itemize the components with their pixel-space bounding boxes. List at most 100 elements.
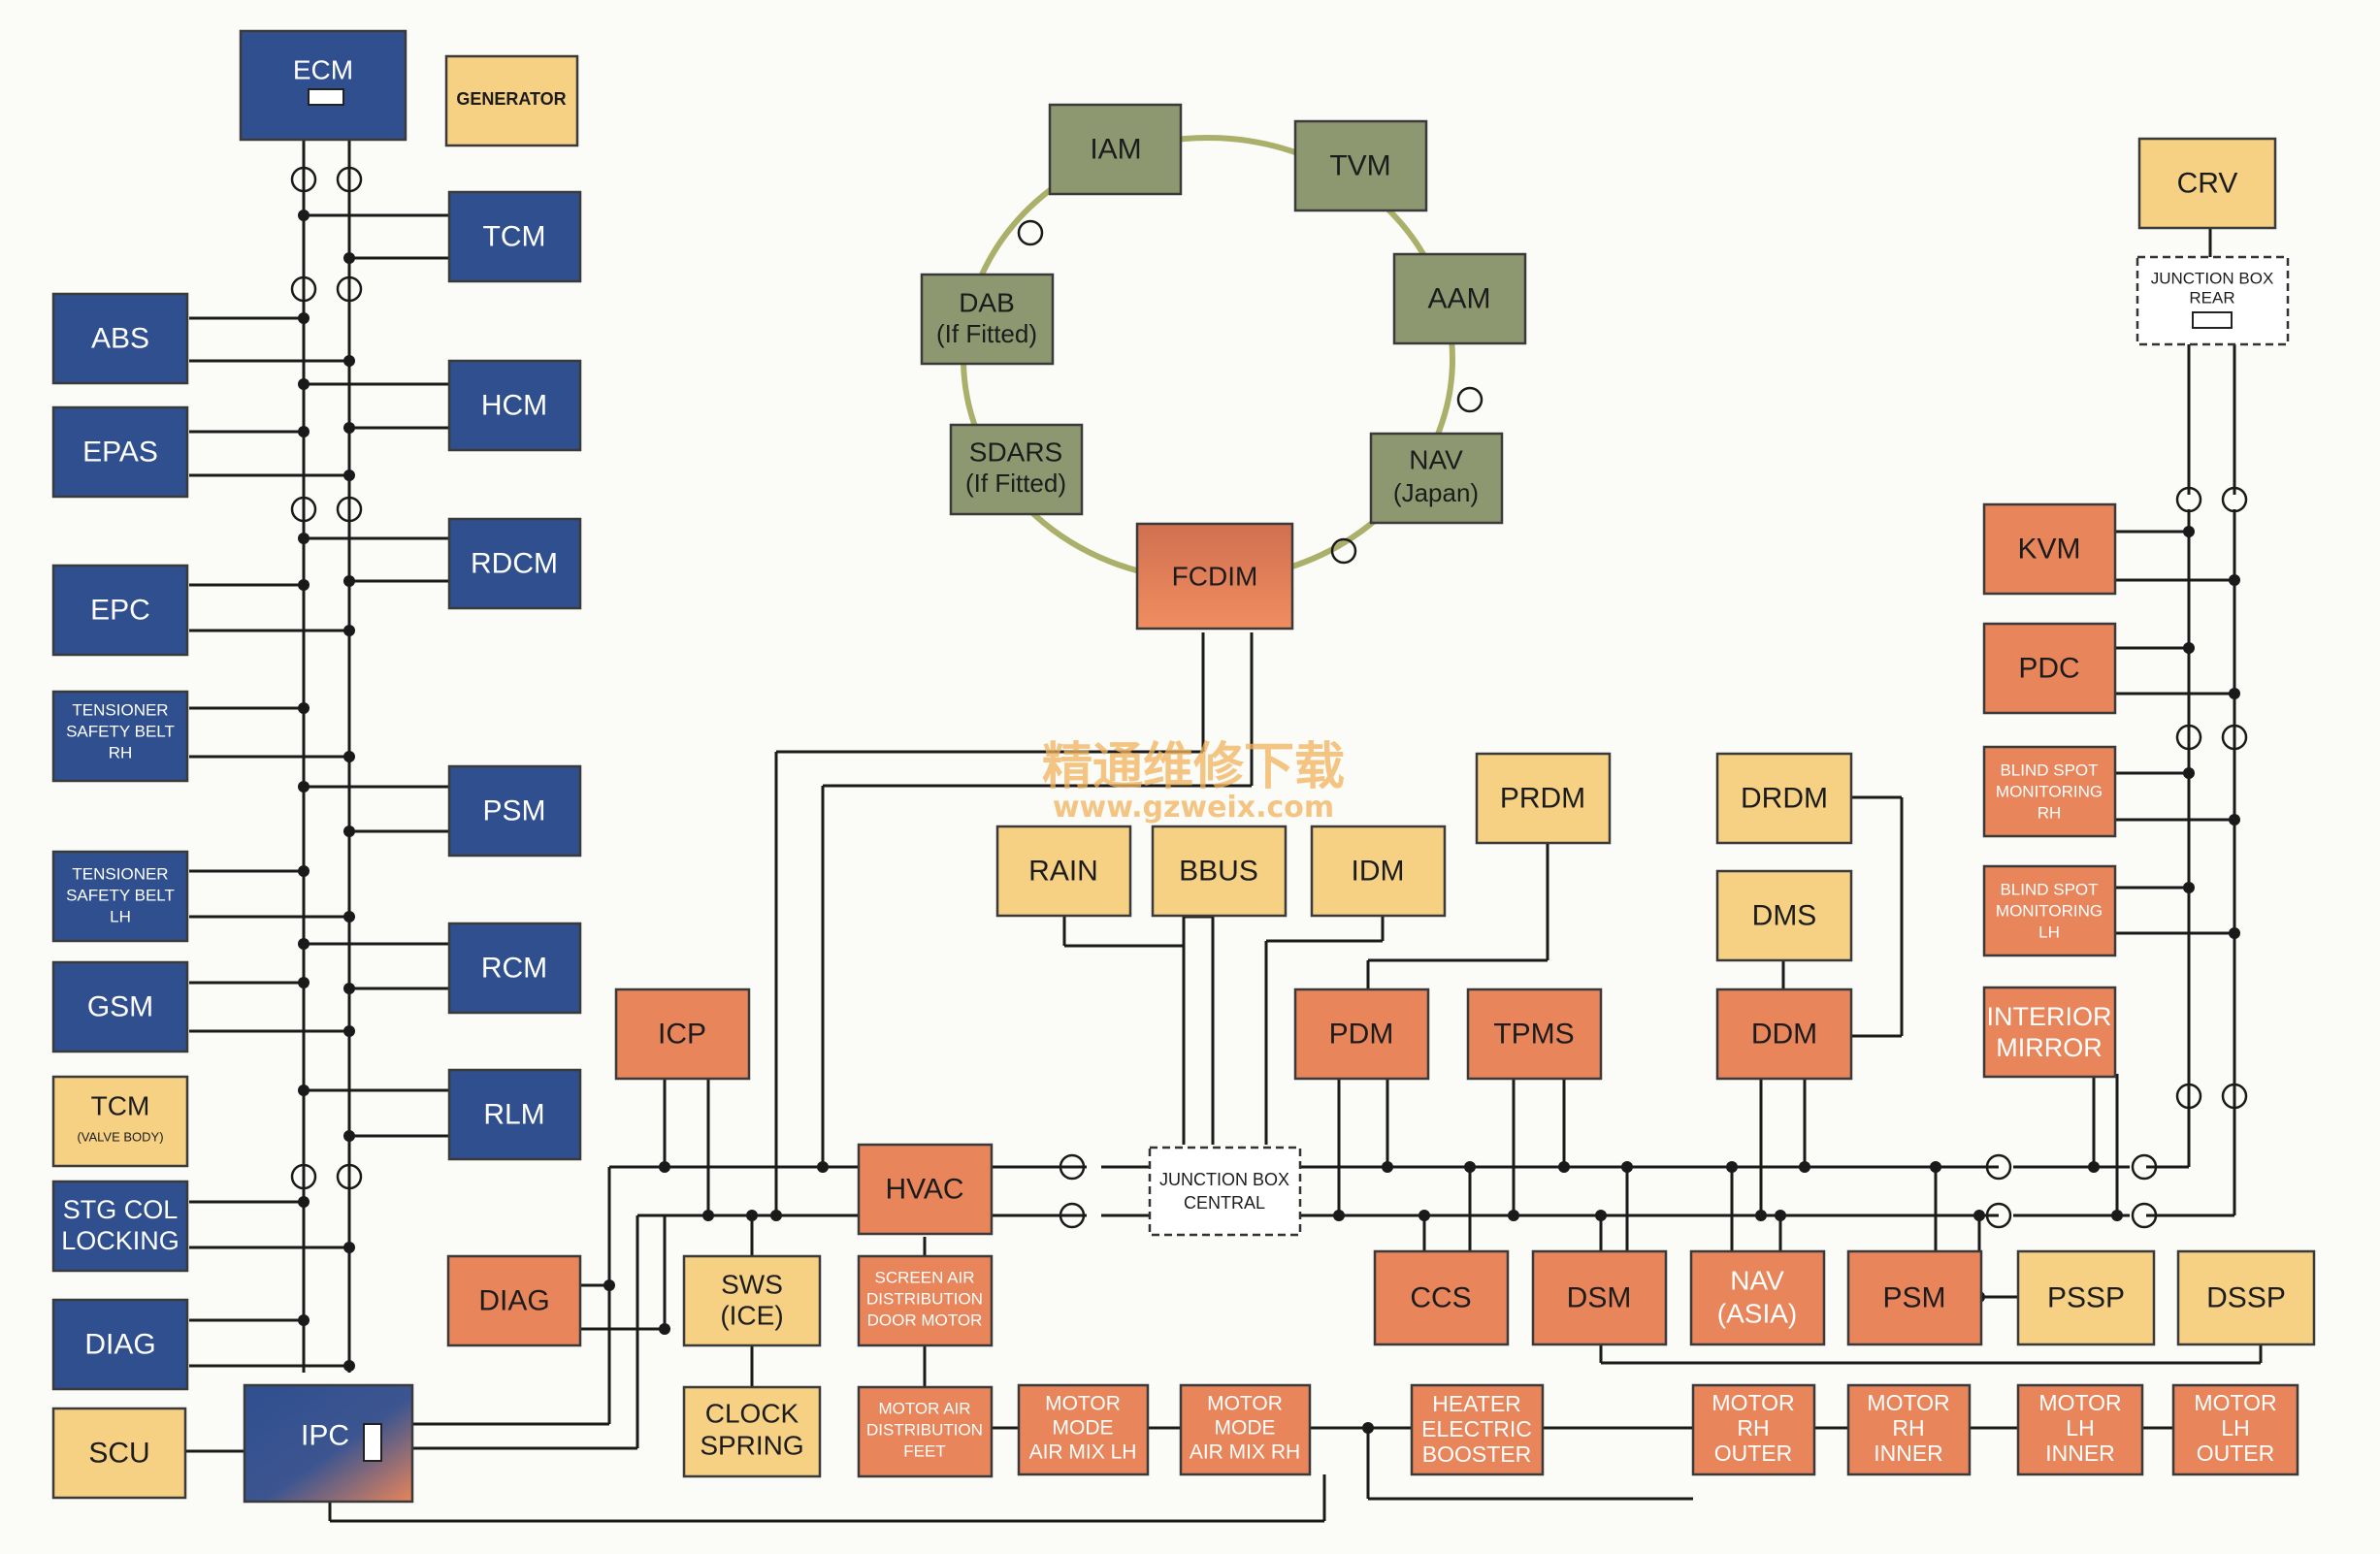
module-motor-air-distribution-feet: MOTOR AIR DISTRIBUTION FEET bbox=[857, 1385, 994, 1478]
module-dms: DMS bbox=[1715, 869, 1853, 962]
svg-text:BLIND SPOT: BLIND SPOT bbox=[2000, 881, 2098, 899]
module-dab: DAB (If Fitted) bbox=[920, 273, 1055, 366]
module-motor-mode-air-mix-rh: MOTOR MODE AIR MIX RH bbox=[1179, 1383, 1312, 1476]
module-pdc: PDC bbox=[1982, 622, 2117, 715]
module-epc: EPC bbox=[51, 564, 189, 657]
svg-text:KVM: KVM bbox=[2017, 534, 2080, 566]
svg-text:MONITORING: MONITORING bbox=[1996, 902, 2103, 921]
module-motor-lh-inner: MOTOR LH INNER bbox=[2016, 1383, 2144, 1476]
svg-text:JUNCTION BOX: JUNCTION BOX bbox=[1159, 1170, 1289, 1189]
svg-text:EPC: EPC bbox=[90, 595, 150, 627]
module-hcm: HCM bbox=[447, 359, 582, 452]
svg-text:ELECTRIC: ELECTRIC bbox=[1421, 1416, 1532, 1441]
svg-text:STG COL: STG COL bbox=[63, 1195, 179, 1224]
module-tcm-valve-body: TCM (VALVE BODY) bbox=[51, 1075, 189, 1168]
module-sdars: SDARS (If Fitted) bbox=[949, 423, 1084, 516]
svg-text:NAV: NAV bbox=[1730, 1266, 1784, 1296]
module-rcm: RCM bbox=[447, 922, 582, 1015]
module-motor-mode-air-mix-lh: MOTOR MODE AIR MIX LH bbox=[1017, 1383, 1150, 1476]
svg-text:PDC: PDC bbox=[2018, 653, 2079, 685]
module-motor-lh-outer: MOTOR LH OUTER bbox=[2171, 1383, 2299, 1476]
module-hvac: HVAC bbox=[857, 1143, 994, 1236]
svg-text:LOCKING: LOCKING bbox=[61, 1226, 179, 1255]
module-psm-right: PSM bbox=[1846, 1249, 1983, 1346]
module-rain: RAIN bbox=[995, 825, 1132, 918]
module-clock-spring: CLOCK SPRING bbox=[682, 1385, 822, 1478]
module-heater-electric-booster: HEATER ELECTRIC BOOSTER bbox=[1410, 1383, 1545, 1476]
svg-text:MOTOR: MOTOR bbox=[1207, 1393, 1283, 1415]
module-generator: GENERATOR bbox=[444, 54, 579, 147]
watermark-url: www.gzweix.com bbox=[1053, 791, 1334, 825]
module-pdm: PDM bbox=[1293, 987, 1430, 1081]
svg-text:MOTOR AIR: MOTOR AIR bbox=[878, 1400, 970, 1418]
junction-dots bbox=[298, 210, 2240, 1434]
svg-text:TVM: TVM bbox=[1329, 150, 1390, 182]
module-nav-asia: NAV (ASIA) bbox=[1689, 1249, 1826, 1346]
svg-text:PSSP: PSSP bbox=[2047, 1282, 2125, 1314]
svg-text:CCS: CCS bbox=[1410, 1282, 1471, 1314]
svg-text:TCM: TCM bbox=[483, 221, 546, 253]
svg-text:GSM: GSM bbox=[87, 991, 153, 1023]
module-diag-left: DIAG bbox=[51, 1298, 189, 1391]
module-interior-mirror: INTERIOR MIRROR bbox=[1982, 986, 2117, 1079]
svg-text:TENSIONER: TENSIONER bbox=[72, 865, 168, 884]
module-sws-ice: SWS (ICE) bbox=[682, 1254, 822, 1347]
svg-text:DDM: DDM bbox=[1751, 1019, 1817, 1051]
svg-text:(VALVE BODY): (VALVE BODY) bbox=[77, 1130, 163, 1145]
svg-text:IAM: IAM bbox=[1090, 134, 1141, 166]
svg-text:MODE: MODE bbox=[1215, 1417, 1276, 1440]
svg-text:(ICE): (ICE) bbox=[720, 1301, 783, 1331]
svg-text:RH: RH bbox=[1892, 1415, 1924, 1441]
svg-text:DRDM: DRDM bbox=[1741, 783, 1828, 815]
module-motor-rh-outer: MOTOR RH OUTER bbox=[1691, 1383, 1816, 1476]
svg-text:ECM: ECM bbox=[293, 55, 353, 85]
svg-text:INNER: INNER bbox=[2045, 1441, 2115, 1466]
svg-text:AIR MIX RH: AIR MIX RH bbox=[1190, 1441, 1300, 1464]
svg-text:TCM: TCM bbox=[91, 1091, 150, 1121]
module-icp: ICP bbox=[614, 987, 751, 1081]
module-dsm: DSM bbox=[1531, 1249, 1668, 1346]
module-ecm: ECM bbox=[239, 29, 408, 142]
svg-text:BLIND SPOT: BLIND SPOT bbox=[2000, 761, 2098, 780]
svg-text:CENTRAL: CENTRAL bbox=[1184, 1193, 1265, 1213]
module-ddm: DDM bbox=[1715, 987, 1853, 1081]
module-drdm: DRDM bbox=[1715, 752, 1853, 845]
svg-text:PDM: PDM bbox=[1329, 1019, 1394, 1051]
module-ccs: CCS bbox=[1373, 1249, 1510, 1346]
module-rlm: RLM bbox=[447, 1068, 582, 1161]
module-aam: AAM bbox=[1392, 252, 1527, 345]
module-diag-mid: DIAG bbox=[446, 1254, 582, 1347]
svg-text:RLM: RLM bbox=[483, 1099, 544, 1131]
svg-text:DIAG: DIAG bbox=[478, 1285, 549, 1317]
svg-text:DISTRIBUTION: DISTRIBUTION bbox=[866, 1290, 983, 1309]
junction-box-rear: JUNCTION BOX REAR bbox=[2135, 255, 2290, 346]
module-motor-rh-inner: MOTOR RH INNER bbox=[1846, 1383, 1972, 1476]
svg-text:TENSIONER: TENSIONER bbox=[72, 701, 168, 720]
main-bus-wires bbox=[328, 228, 2263, 1523]
svg-text:PSM: PSM bbox=[482, 795, 545, 827]
svg-text:REAR: REAR bbox=[2189, 289, 2234, 308]
module-psm-left: PSM bbox=[447, 764, 582, 858]
junction-box-central: JUNCTION BOX CENTRAL bbox=[1148, 1146, 1302, 1237]
svg-text:MOTOR: MOTOR bbox=[2038, 1390, 2121, 1415]
svg-text:(If Fitted): (If Fitted) bbox=[936, 319, 1037, 348]
svg-text:INTERIOR: INTERIOR bbox=[1986, 1002, 2111, 1031]
module-screen-air-door-motor: SCREEN AIR DISTRIBUTION DOOR MOTOR bbox=[857, 1254, 994, 1347]
module-tensioner-rh: TENSIONER SAFETY BELT RH bbox=[51, 690, 189, 783]
svg-text:AIR MIX LH: AIR MIX LH bbox=[1029, 1441, 1137, 1464]
module-ipc: IPC bbox=[243, 1383, 414, 1504]
svg-text:RH: RH bbox=[109, 744, 133, 762]
svg-text:DIAG: DIAG bbox=[84, 1329, 155, 1361]
svg-text:SPRING: SPRING bbox=[700, 1431, 803, 1461]
module-bbus: BBUS bbox=[1151, 825, 1288, 918]
svg-text:PRDM: PRDM bbox=[1500, 783, 1585, 815]
svg-text:LH: LH bbox=[2221, 1415, 2249, 1441]
svg-text:SCU: SCU bbox=[88, 1438, 149, 1470]
svg-text:DSSP: DSSP bbox=[2206, 1282, 2286, 1314]
module-stg-col-locking: STG COL LOCKING bbox=[51, 1180, 189, 1273]
svg-text:INNER: INNER bbox=[1874, 1441, 1943, 1466]
svg-text:LH: LH bbox=[2038, 923, 2060, 942]
svg-text:OUTER: OUTER bbox=[1714, 1441, 1793, 1466]
module-gsm: GSM bbox=[51, 960, 189, 1053]
module-tpms: TPMS bbox=[1466, 987, 1603, 1081]
